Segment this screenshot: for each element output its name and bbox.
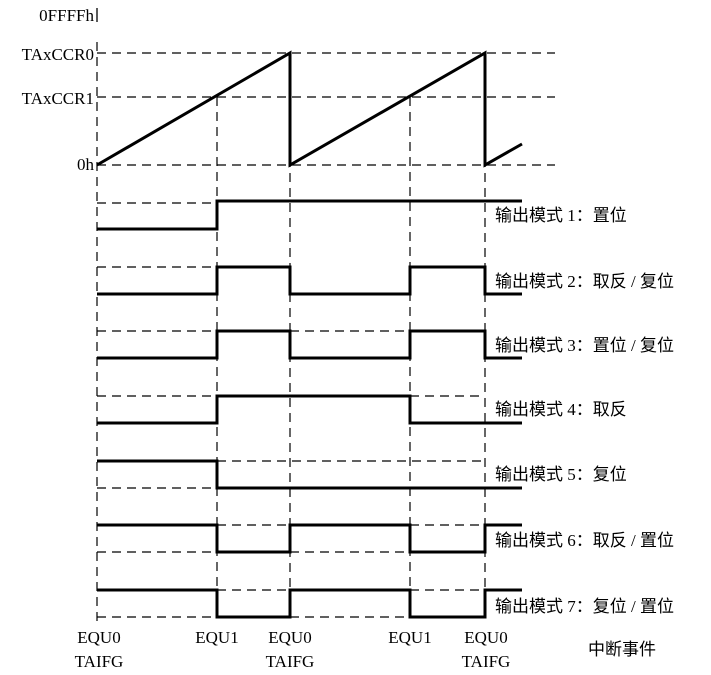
y-label-ccr0: TAxCCR0	[22, 45, 94, 64]
y-label-max: 0FFFFh	[39, 6, 94, 25]
mode1-label: 输出模式 1：置位	[495, 206, 627, 225]
event-caption: 中断事件	[588, 640, 656, 659]
mode4-label: 输出模式 4：取反	[495, 400, 627, 419]
event-3-bottom: TAIFG	[266, 652, 315, 671]
mode7-label: 输出模式 7：复位 / 置位	[495, 597, 674, 616]
event-4-top: EQU1	[388, 628, 431, 647]
mode5-waveform	[97, 459, 522, 490]
event-1-bottom: TAIFG	[75, 652, 124, 671]
mode6-label: 输出模式 6：取反 / 置位	[495, 531, 674, 550]
mode7-waveform	[97, 588, 522, 619]
y-label-ccr1: TAxCCR1	[22, 89, 94, 108]
mode6-waveform	[97, 523, 522, 554]
event-5-bottom: TAIFG	[462, 652, 511, 671]
mode1-waveform	[97, 199, 522, 231]
mode3-waveform	[97, 329, 522, 360]
mode3-label: 输出模式 3：置位 / 复位	[495, 336, 674, 355]
mode4-waveform	[97, 394, 522, 425]
mode2-waveform	[97, 265, 522, 296]
counter-sawtooth	[96, 50, 523, 168]
event-3-top: EQU0	[268, 628, 311, 647]
event-1-top: EQU0	[77, 628, 120, 647]
event-5-top: EQU0	[464, 628, 507, 647]
y-label-zero: 0h	[77, 155, 95, 174]
mode2-label: 输出模式 2：取反 / 复位	[495, 272, 674, 291]
event-2-top: EQU1	[195, 628, 238, 647]
mode5-label: 输出模式 5：复位	[495, 465, 627, 484]
